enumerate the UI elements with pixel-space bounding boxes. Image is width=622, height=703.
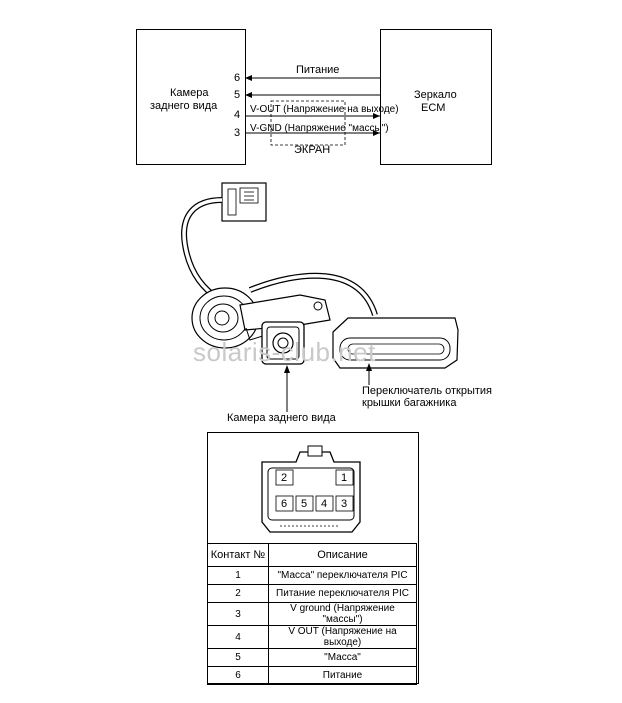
vout-wire-label: V-OUT (Напряжение на выходе) — [250, 104, 399, 115]
camera-block — [136, 29, 246, 165]
connector-pin-4: 4 — [321, 498, 328, 510]
trunk-switch-label-2: крышки багажника — [362, 397, 457, 409]
table-row: 4 V OUT (Напряжение на выходе) — [207, 625, 417, 649]
pin-number: 4 — [207, 625, 269, 649]
pin-description: Питание переключателя PIC — [268, 584, 417, 603]
shield-label: ЭКРАН — [294, 144, 331, 156]
table-header-row: Контакт № Описание — [207, 543, 417, 567]
table-row: 2 Питание переключателя PIC — [207, 584, 417, 603]
connector-pin-3: 3 — [341, 498, 348, 510]
power-wire-label: Питание — [296, 64, 340, 76]
camera-block-label-1: Камера — [170, 87, 209, 99]
rear-camera-label: Камера заднего вида — [227, 412, 336, 424]
header-pin-number: Контакт № — [207, 543, 269, 567]
mirror-block-label-1: Зеркало — [414, 89, 457, 101]
vgnd-wire-label: V-GND (Напряжение "массы") — [250, 123, 389, 134]
trunk-switch-label-1: Переключатель открытия — [362, 385, 492, 397]
table-row: 6 Питание — [207, 666, 417, 685]
pin-description: "Масса" переключателя PIC — [268, 566, 417, 585]
table-row: 1 "Масса" переключателя PIC — [207, 566, 417, 585]
pin-description: Питание — [268, 666, 417, 685]
pin-label-5: 5 — [234, 89, 241, 101]
header-description: Описание — [268, 543, 417, 567]
pin-number: 6 — [207, 666, 269, 685]
pin-number: 2 — [207, 584, 269, 603]
pin-number: 1 — [207, 566, 269, 585]
pin-description: V ground (Напряжение "массы") — [268, 602, 417, 626]
pin-description: "Масса" — [268, 648, 417, 667]
table-row: 5 "Масса" — [207, 648, 417, 667]
connector-pin-1: 1 — [341, 472, 348, 484]
pin-number: 5 — [207, 648, 269, 667]
pin-label-4: 4 — [234, 109, 241, 121]
mirror-ecm-block — [380, 29, 492, 165]
pin-label-6: 6 — [234, 72, 241, 84]
connector-pin-2: 2 — [281, 472, 288, 484]
pin-description-table: Контакт № Описание 1 "Масса" переключате… — [207, 543, 417, 685]
table-row: 3 V ground (Напряжение "массы") — [207, 602, 417, 626]
pin-number: 3 — [207, 602, 269, 626]
pin-label-3: 3 — [234, 127, 241, 139]
mirror-block-label-2: ECM — [421, 102, 446, 114]
watermark: solaris-club.net — [193, 337, 376, 367]
pin-description: V OUT (Напряжение на выходе) — [268, 625, 417, 649]
connector-pin-6: 6 — [281, 498, 288, 510]
camera-block-label-2: заднего вида — [150, 100, 218, 112]
connector-pin-5: 5 — [301, 498, 308, 510]
